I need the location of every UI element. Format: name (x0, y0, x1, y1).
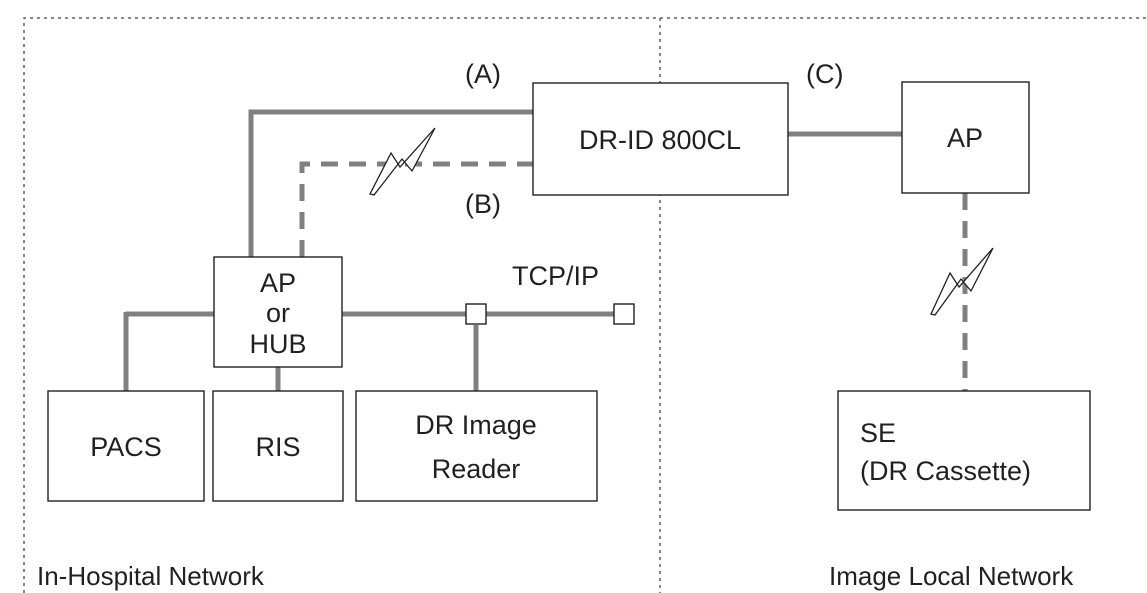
connection-b-label: (B) (465, 189, 501, 219)
ap-right-node: AP (901, 81, 1030, 194)
tcpip-junction (465, 303, 487, 325)
image-local-network-label: Image Local Network (829, 561, 1074, 591)
wireless-connections (299, 161, 968, 391)
wireless-bolt-icon (930, 247, 994, 316)
tcpip-label: TCP/IP (512, 261, 599, 291)
wireless-b (299, 161, 533, 257)
ris-label: RIS (255, 432, 300, 462)
ap-hub-line-2: or (266, 298, 290, 328)
ap-hub-line-1: AP (260, 268, 296, 298)
network-boundaries (23, 17, 1147, 593)
dr-id-label: DR-ID 800CL (579, 125, 741, 155)
connection-a-label: (A) (465, 59, 501, 89)
ap-hub-line-3: HUB (249, 329, 306, 359)
ris-node: RIS (212, 390, 344, 502)
dr-id-node: DR-ID 800CL (532, 82, 789, 196)
wire-a (248, 109, 533, 257)
se-line-1: SE (860, 418, 896, 448)
ap-right-label: AP (947, 123, 983, 153)
dr-reader-line-2: Reader (432, 454, 521, 484)
ap-hub-node: AP or HUB (213, 256, 343, 368)
wireless-bolt-icon (369, 127, 436, 196)
in-hospital-boundary (23, 17, 1147, 593)
pacs-label: PACS (90, 432, 162, 462)
connection-c-label: (C) (806, 59, 843, 89)
dr-reader-line-1: DR Image (415, 410, 537, 440)
tcpip-terminal (613, 303, 635, 325)
se-node: SE (DR Cassette) (837, 390, 1091, 511)
pacs-node: PACS (47, 390, 205, 502)
dr-reader-node: DR Image Reader (355, 390, 598, 502)
in-hospital-network-label: In-Hospital Network (37, 561, 265, 591)
se-line-2: (DR Cassette) (860, 456, 1031, 486)
